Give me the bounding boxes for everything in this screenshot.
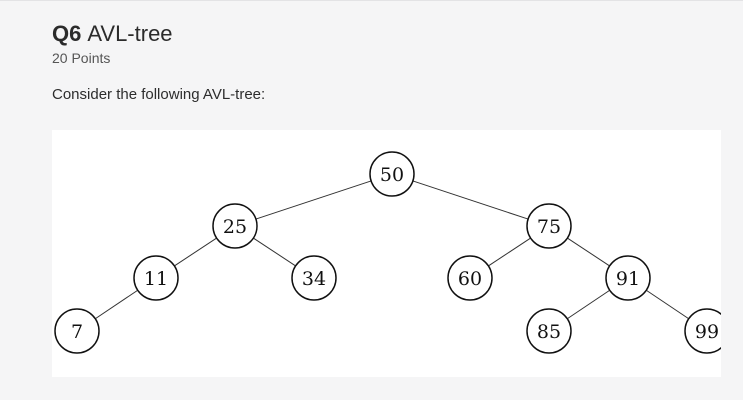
- tree-node-34: 34: [291, 255, 337, 301]
- tree-node-circle: [526, 203, 572, 249]
- tree-node-circle: [291, 255, 337, 301]
- tree-node-50: 50: [369, 151, 415, 197]
- tree-node-circle: [133, 255, 179, 301]
- tree-edge-91-99: [645, 289, 690, 320]
- tree-node-99: 99: [684, 308, 721, 354]
- tree-node-11: 11: [133, 255, 179, 301]
- question-title-text: AVL-tree: [87, 21, 173, 46]
- tree-node-label: 34: [302, 268, 326, 290]
- tree-node-label: 99: [695, 321, 719, 343]
- tree-node-label: 91: [616, 268, 640, 290]
- tree-edge-50-25: [255, 180, 372, 220]
- tree-node-85: 85: [526, 308, 572, 354]
- tree-node-circle: [369, 151, 415, 197]
- tree-node-circle: [526, 308, 572, 354]
- question-points: 20 Points: [52, 50, 111, 66]
- tree-edge-11-7: [94, 289, 139, 320]
- question-prompt: Consider the following AVL-tree:: [52, 86, 266, 103]
- tree-node-label: 50: [380, 164, 404, 186]
- tree-node-7: 7: [54, 308, 100, 354]
- tree-edge-75-60: [488, 237, 531, 267]
- tree-edge-25-34: [253, 237, 296, 267]
- question-number: Q6: [52, 21, 82, 46]
- tree-edge-50-75: [412, 180, 529, 220]
- tree-edge-91-85: [566, 289, 611, 320]
- tree-node-label: 7: [71, 321, 83, 343]
- tree-edge-75-91: [567, 237, 610, 267]
- avl-tree-diagram: 50 25 11 7 34 75 60 91 85 99: [54, 151, 721, 354]
- tree-node-60: 60: [447, 255, 493, 301]
- tree-node-circle: [212, 203, 258, 249]
- tree-edges: [94, 180, 690, 320]
- tree-node-label: 11: [144, 268, 168, 290]
- tree-nodes: 50 25 11 7 34 75 60 91 85 99: [54, 151, 721, 354]
- tree-node-25: 25: [212, 203, 258, 249]
- tree-node-circle: [605, 255, 651, 301]
- tree-node-75: 75: [526, 203, 572, 249]
- avl-tree-figure: 50 25 11 7 34 75 60 91 85 99: [52, 130, 721, 377]
- tree-node-circle: [54, 308, 100, 354]
- tree-node-label: 75: [537, 216, 561, 238]
- tree-node-label: 25: [223, 216, 247, 238]
- tree-node-label: 85: [537, 321, 561, 343]
- tree-node-circle: [447, 255, 493, 301]
- tree-node-91: 91: [605, 255, 651, 301]
- top-divider: [0, 0, 743, 1]
- tree-node-label: 60: [458, 268, 482, 290]
- tree-node-circle: [684, 308, 721, 354]
- tree-edge-25-11: [174, 237, 217, 267]
